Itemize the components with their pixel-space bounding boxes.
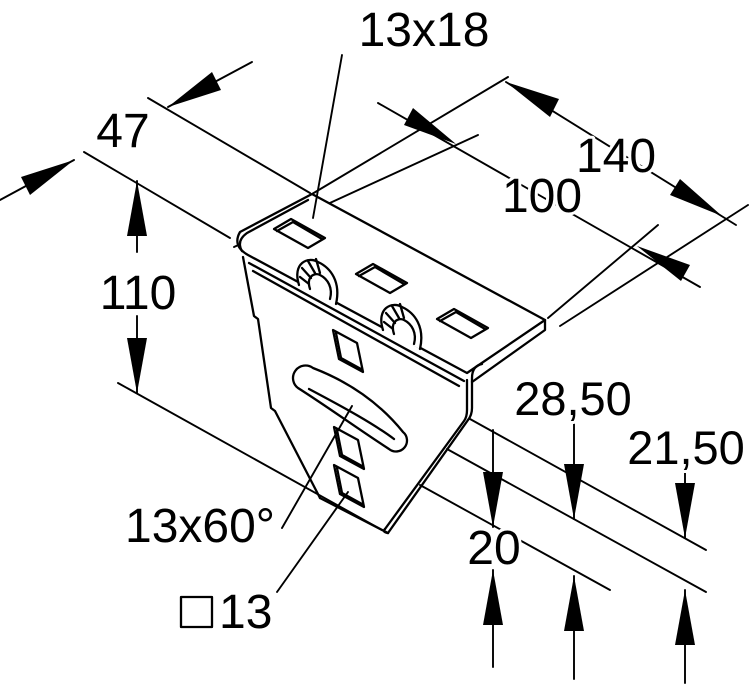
dim-label-square-hole-size: 13 — [219, 586, 272, 639]
dim-label-total-length: 140 — [576, 130, 656, 183]
dimension-21-50 — [675, 469, 695, 684]
square-hole-symbol-icon — [179, 595, 214, 629]
dimension-labels: 13x18 47 140 100 110 28,50 21,50 13x60° … — [93, 1, 748, 642]
arrowhead-47-right — [168, 72, 221, 107]
rib-1-crimp-marks — [298, 257, 322, 286]
rib-2-mask — [381, 304, 422, 349]
arrowhead-2150-down — [675, 483, 695, 538]
flange-left-thickness-edge — [238, 198, 310, 253]
web-hole-3-depth — [335, 466, 364, 506]
flange-slot-2-depth — [357, 265, 406, 286]
web-plate — [241, 255, 484, 535]
extension-line-lower-3 — [419, 484, 611, 591]
web-hole-1-depth — [334, 331, 363, 371]
dim-label-curved-slot: 13x60° — [125, 500, 275, 553]
web-square-hole-2 — [332, 425, 366, 471]
web-lip-bottom-cap — [382, 527, 390, 535]
arrowhead-20-up — [483, 570, 503, 625]
dim-label-hole-spacing: 100 — [502, 170, 582, 223]
web-lip-inner-edge — [383, 378, 469, 531]
rib-1-mask — [297, 259, 338, 304]
flange-right-end-face — [470, 318, 547, 384]
web-hole-2-depth — [335, 428, 364, 468]
rib-1 — [296, 257, 339, 306]
arrowhead-140-left — [506, 82, 559, 117]
flange-slot-1 — [272, 217, 327, 250]
arrowhead-20-down — [483, 472, 503, 527]
rib-2-crimp-marks — [382, 302, 406, 331]
dim-label-square-hole: 13 — [179, 583, 275, 642]
flange-slot-2 — [354, 262, 409, 295]
dimension-100 — [377, 102, 701, 288]
web-hole-1-outline — [331, 328, 365, 374]
extension-line-right-corner-a — [547, 224, 659, 319]
flange-slot-1-depth — [275, 220, 324, 241]
web-square-hole-3 — [332, 463, 366, 509]
web-square-hole-1 — [331, 328, 365, 374]
arrowhead-110-up — [127, 181, 147, 236]
arrowhead-2850-up — [564, 576, 584, 631]
dim-label-offset-b: 21,50 — [627, 421, 745, 474]
dimension-47 — [0, 61, 253, 201]
arrowhead-2150-up — [675, 590, 695, 645]
leader-lines — [276, 54, 353, 593]
leader-curved-slot — [281, 405, 353, 529]
dim-label-flange-depth: 47 — [96, 105, 149, 158]
web-lip-outer-edge — [386, 362, 484, 535]
extension-line-110-top — [83, 151, 231, 239]
dimension-110 — [127, 180, 147, 394]
arrowhead-2850-down — [564, 464, 584, 519]
extension-line-right-corner-b — [559, 204, 749, 327]
curved-slot-depth — [307, 387, 396, 441]
arrowhead-140-right — [670, 179, 722, 216]
leader-slot-size — [312, 54, 343, 219]
rib-2-inner-arc — [391, 318, 416, 346]
dim-label-offset-a: 28,50 — [514, 372, 632, 425]
arrowhead-100-left — [404, 108, 456, 144]
web-hole-3-outline — [332, 463, 366, 509]
dim-label-offset-c: 20 — [467, 522, 520, 575]
bend-line-outer — [247, 261, 466, 383]
extension-line-flange-far-corner — [311, 76, 509, 195]
dim-label-slot-size: 13x18 — [359, 4, 490, 57]
web-hole-2-outline — [332, 425, 366, 471]
arrowhead-47-left — [21, 160, 74, 195]
extension-line-47-far — [147, 97, 311, 194]
dimension-20 — [483, 429, 503, 668]
dim-label-height: 110 — [100, 267, 177, 320]
arrowhead-100-right — [637, 246, 690, 281]
rib-1-inner-arc — [307, 273, 332, 301]
rib-2 — [380, 302, 423, 351]
flange-slot-3-depth — [438, 310, 487, 331]
arrowhead-110-down — [127, 338, 147, 393]
bend-line-inner — [251, 269, 461, 388]
leader-square-hole — [276, 491, 349, 593]
extension-line-lower-1 — [469, 418, 707, 551]
web-hypotenuse-edge — [241, 255, 322, 500]
dimension-28-50 — [564, 423, 584, 680]
web-bottom-edge — [318, 496, 390, 535]
flange-slot-3 — [435, 307, 490, 340]
dimension-140 — [505, 81, 737, 226]
